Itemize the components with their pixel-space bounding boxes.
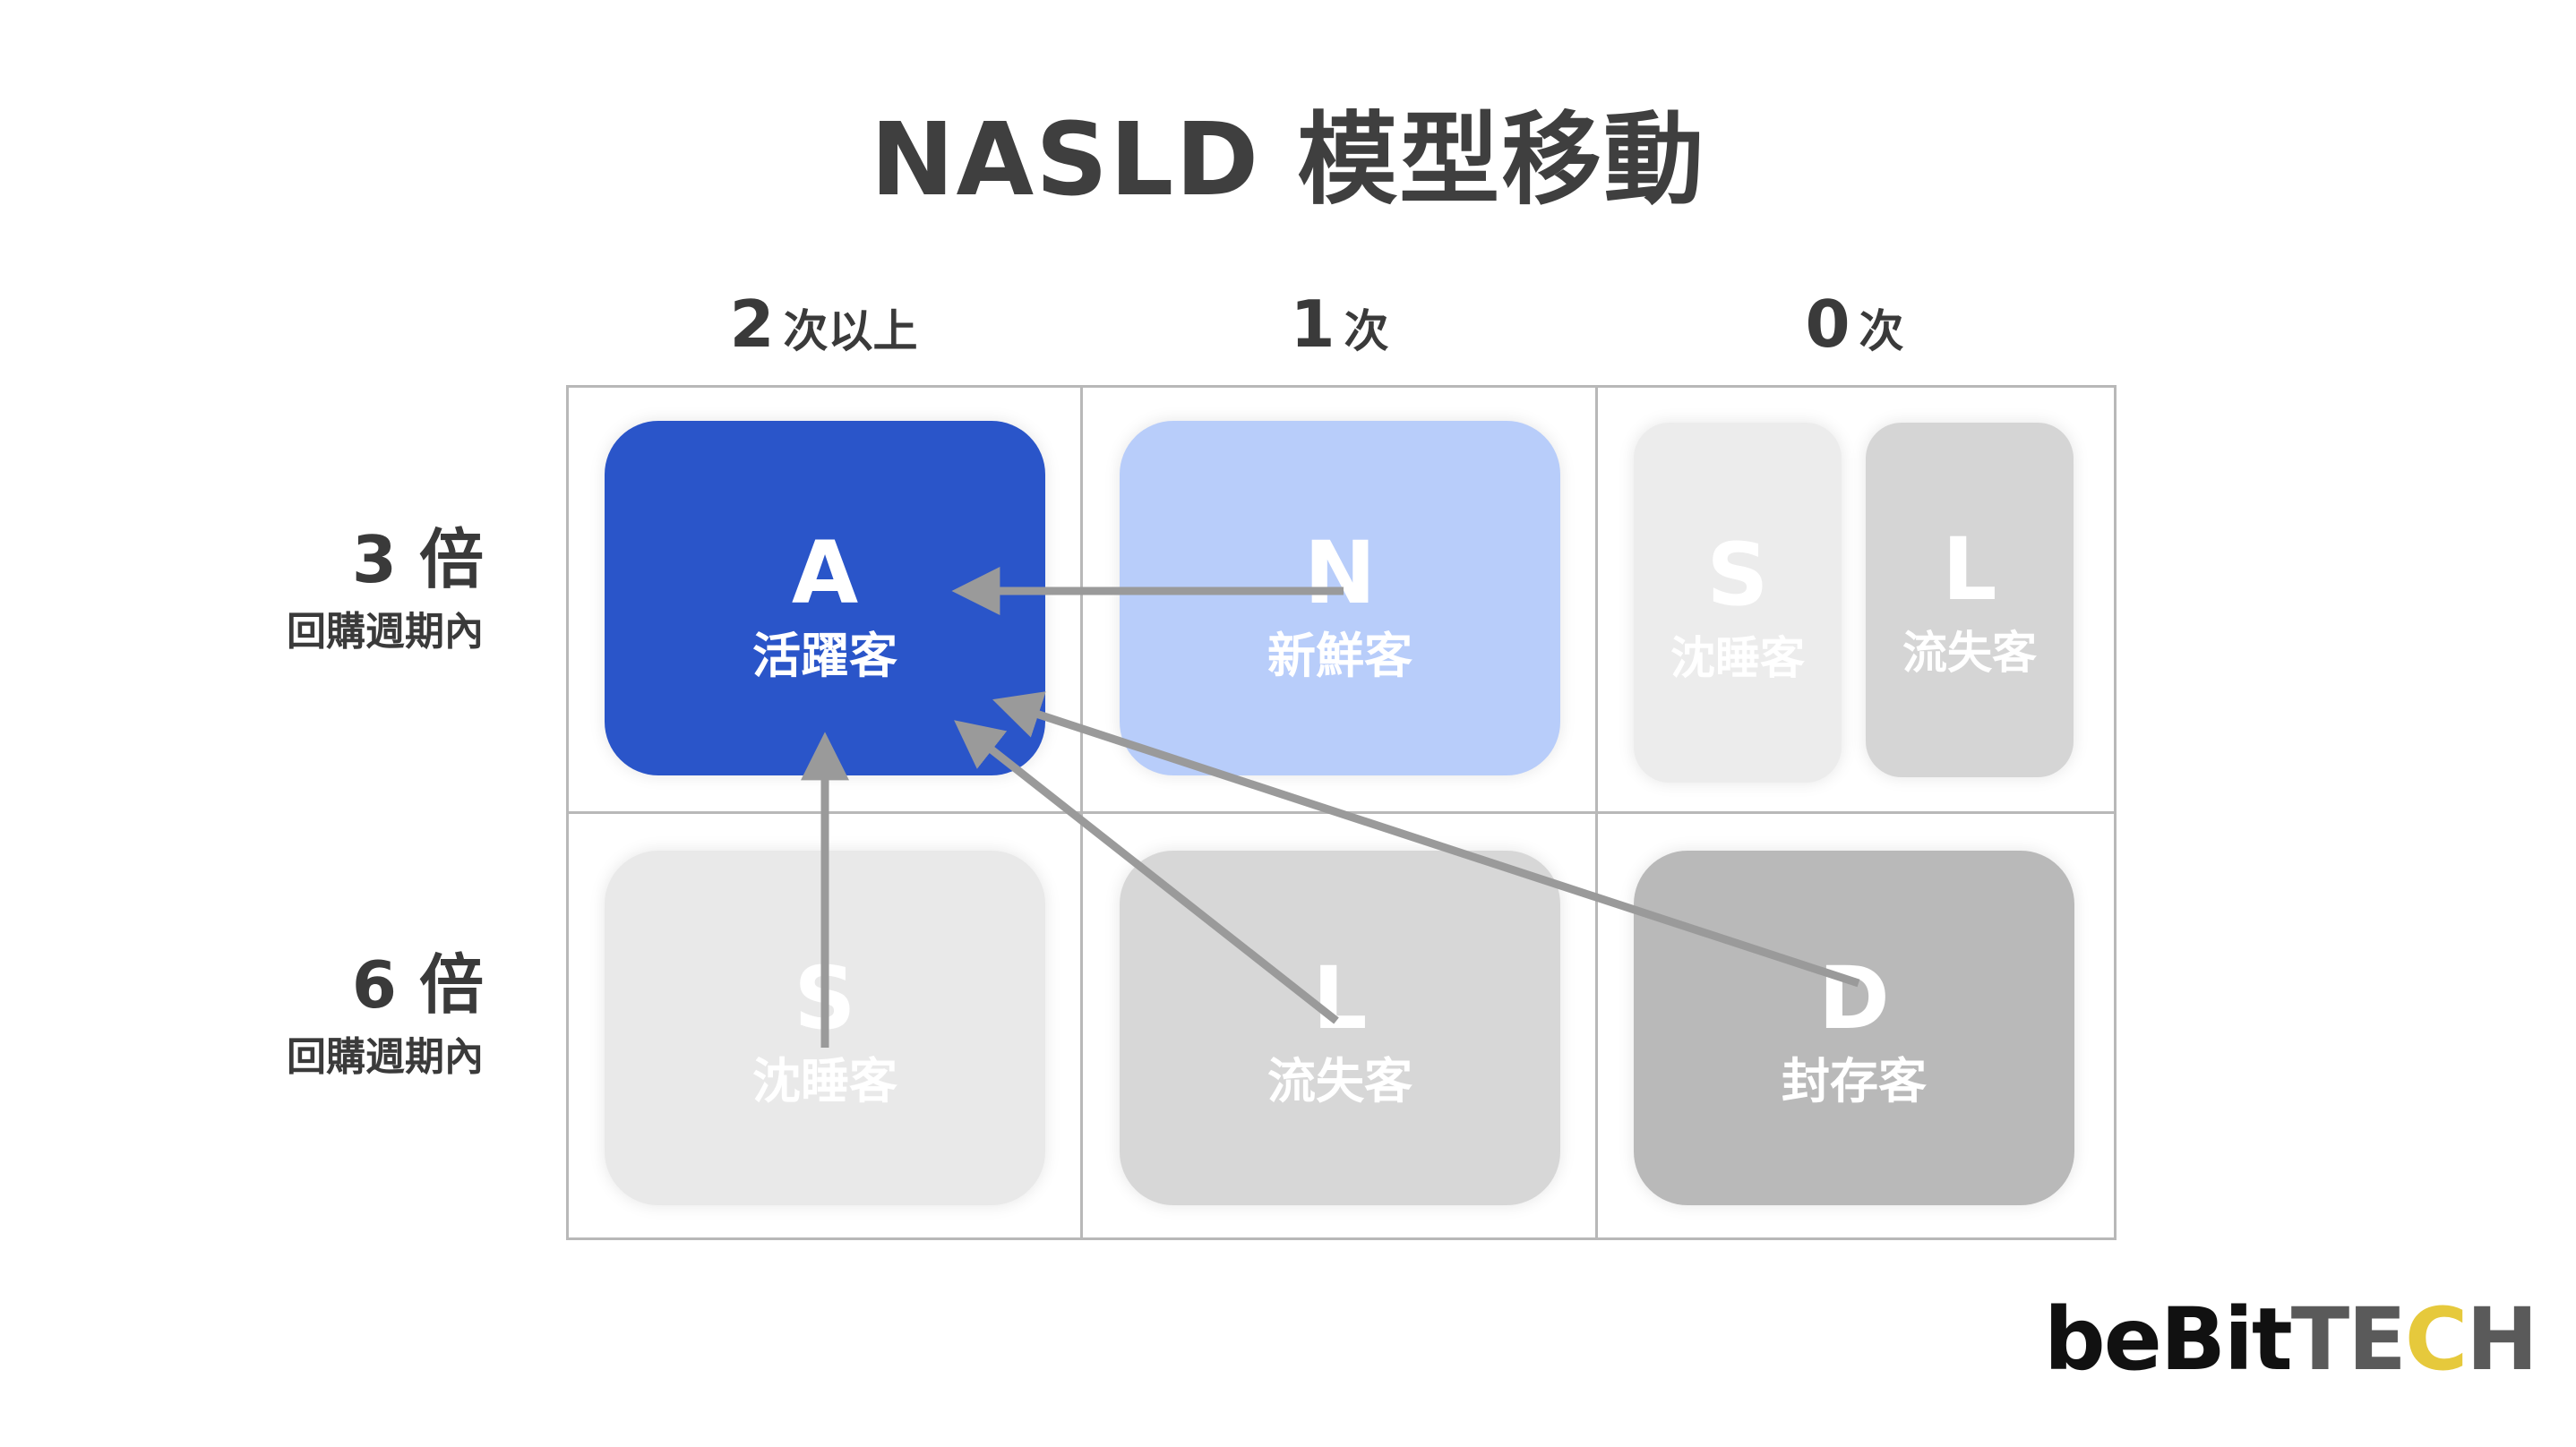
column-header-number: 0 xyxy=(1805,287,1850,362)
card-label: 新鮮客 xyxy=(1267,628,1413,684)
card-letter: L xyxy=(1312,948,1368,1049)
row-header-caption: 回購週期內 xyxy=(287,609,484,655)
card-letter: S xyxy=(794,948,856,1049)
column-header-unit: 次 xyxy=(1344,305,1389,357)
card-letter: A xyxy=(791,523,859,623)
row-header-multiplier: 6 倍 xyxy=(351,947,484,1023)
page-title: NASLD 模型移動 xyxy=(870,102,1706,218)
card-letter: S xyxy=(1706,525,1769,625)
column-header-unit: 次 xyxy=(1859,305,1904,357)
row-header-3x: 3 倍 回購週期內 xyxy=(134,519,484,659)
card-label: 流失客 xyxy=(1267,1053,1413,1109)
card-lost-top: L 流失客 xyxy=(1866,423,2074,777)
card-new: N 新鮮客 xyxy=(1120,421,1560,775)
logo-text: beBit xyxy=(2044,1289,2293,1390)
card-letter: D xyxy=(1818,948,1890,1049)
column-header-unit: 次以上 xyxy=(783,305,918,357)
card-letter: N xyxy=(1303,523,1377,623)
logo-text: H xyxy=(2466,1289,2537,1390)
bebit-tech-logo: beBitTECH xyxy=(2044,1289,2538,1390)
row-header-caption: 回購週期內 xyxy=(287,1034,484,1080)
row-header-multiplier: 3 倍 xyxy=(351,522,484,597)
column-header-number: 2 xyxy=(729,287,775,362)
card-label: 沈睡客 xyxy=(752,1053,897,1109)
card-letter: L xyxy=(1942,519,1997,620)
logo-text: TE xyxy=(2290,1289,2407,1390)
card-sleeping-bottom: S 沈睡客 xyxy=(605,851,1045,1205)
card-dormant: D 封存客 xyxy=(1634,851,2074,1205)
grid-divider-horizontal xyxy=(566,811,2117,814)
card-active: A 活躍客 xyxy=(605,421,1045,775)
card-sleeping-top: S 沈睡客 xyxy=(1634,423,1842,783)
row-header-6x: 6 倍 回購週期內 xyxy=(134,945,484,1084)
column-header-number: 1 xyxy=(1290,287,1335,362)
card-label: 沈睡客 xyxy=(1670,632,1805,684)
card-label: 活躍客 xyxy=(752,628,897,684)
card-lost-bottom: L 流失客 xyxy=(1120,851,1560,1205)
card-label: 流失客 xyxy=(1902,627,2037,679)
card-label: 封存客 xyxy=(1782,1053,1927,1109)
logo-text: C xyxy=(2404,1289,2468,1390)
